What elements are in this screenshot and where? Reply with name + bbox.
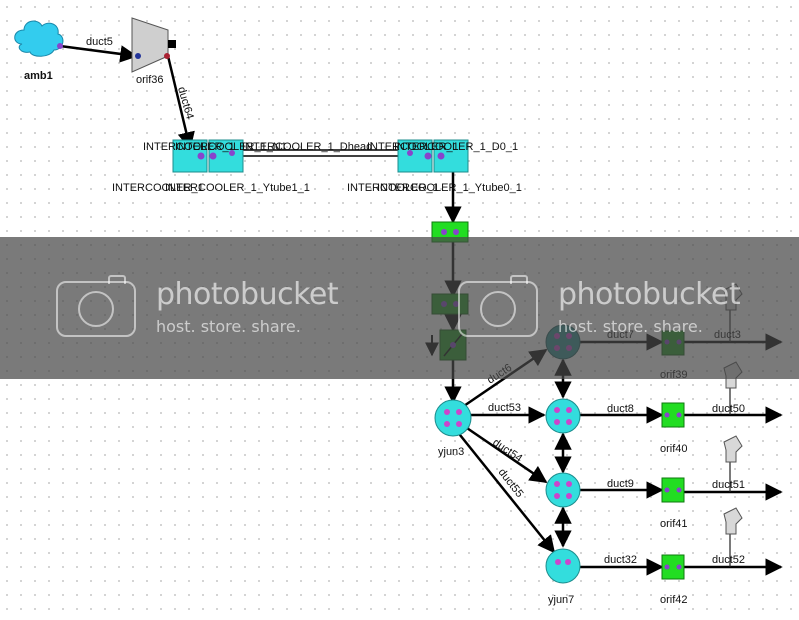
duct32-label: duct32 (604, 554, 637, 566)
duct9-label: duct9 (607, 478, 634, 490)
duct54-line[interactable] (460, 422, 548, 484)
duct5-label: duct5 (86, 36, 113, 48)
intercooler-right-pair[interactable] (397, 139, 469, 173)
ic-ytube1-label: INTERCOOLER_1_Ytube1_1 (165, 182, 310, 194)
watermark-band: photobucket host. store. share. photobuc… (0, 237, 799, 379)
ic-top-right-outer-label: INTERCOOLER_1 (367, 141, 459, 153)
watermark-brand: photobucket (156, 277, 339, 312)
duct50-label: duct50 (712, 403, 745, 415)
yjun7-label: yjun7 (548, 594, 574, 606)
sensor-icon[interactable] (723, 507, 743, 535)
orif41-node[interactable] (661, 477, 685, 503)
orif40-node[interactable] (661, 402, 685, 428)
yjun3-node[interactable] (434, 399, 472, 437)
sensor-icon[interactable] (723, 435, 743, 463)
ic-d0-label: INTERCOOLER_1_D0_1 (394, 141, 518, 153)
intercooler-left-pair[interactable] (172, 139, 244, 173)
duct5-line[interactable] (59, 44, 138, 63)
orif41-label: orif41 (660, 518, 688, 530)
duct51-label: duct51 (712, 479, 745, 491)
orif36-label: orif36 (136, 74, 164, 86)
ic-top-left-outer-label: INTERCOOLER_1 (143, 141, 235, 153)
duct8-label: duct8 (607, 403, 634, 415)
ic-bottom-right-outer-label: INTERCOOLER_1 (347, 182, 439, 194)
orif40-label: orif40 (660, 443, 688, 455)
duct54-label: duct54 (490, 437, 524, 465)
duct64-line[interactable] (166, 55, 195, 150)
camera-icon (56, 275, 136, 337)
ic-bottom-left-outer-label: INTERCOOLER_1 (112, 182, 204, 194)
ic-n1-label: INTERCOOLER_1_N1 (175, 141, 287, 153)
duct55-line[interactable] (455, 429, 556, 554)
orif42-node[interactable] (661, 554, 685, 580)
watermark-tagline: host. store. share. (558, 317, 703, 336)
camera-icon (458, 275, 538, 337)
yjun3-label: yjun3 (438, 446, 464, 458)
orif42-label: orif42 (660, 594, 688, 606)
junction-3-node[interactable] (545, 472, 581, 508)
amb1-label: amb1 (24, 70, 53, 82)
watermark-brand: photobucket (558, 277, 741, 312)
duct52-label: duct52 (712, 554, 745, 566)
ic-dhead-label: INTERCOOLER_1_Dhead (242, 141, 372, 153)
watermark-tagline: host. store. share. (156, 317, 301, 336)
amb1-node[interactable] (14, 20, 64, 57)
junction-2-node[interactable] (545, 398, 581, 434)
orif36-node[interactable] (131, 17, 176, 73)
duct53-label: duct53 (488, 402, 521, 414)
yjun7-node[interactable] (545, 548, 581, 584)
ic-ytube0-label: INTERCOOLER_1_Ytube0_1 (377, 182, 522, 194)
